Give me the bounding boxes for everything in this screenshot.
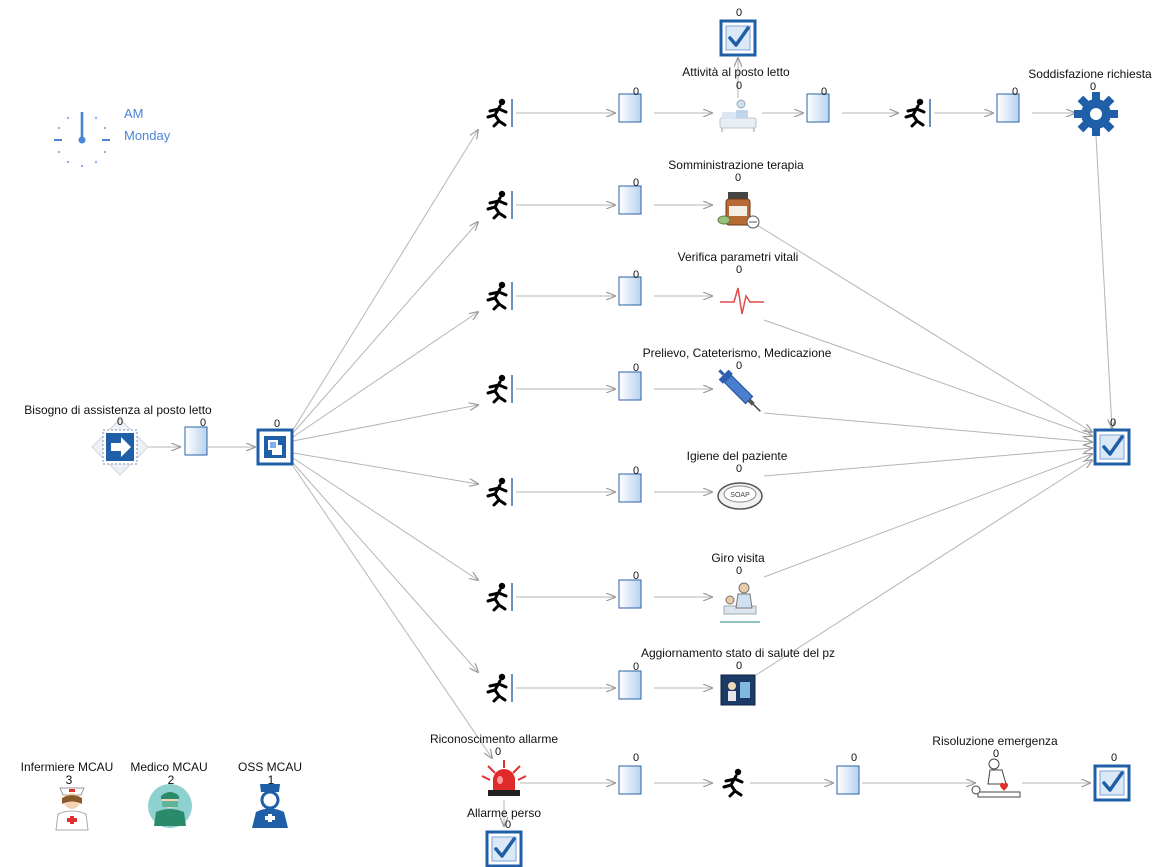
resource-oss-count: 1 [267, 773, 275, 787]
resource-oss-name: OSS MCAU [237, 760, 303, 774]
resource-doctor-name: Medico MCAU [130, 760, 208, 774]
queue-count: 0 [632, 752, 640, 764]
activity-label-prelievo: Prelievo, Cateterismo, Medicazione [642, 346, 832, 360]
start-label: Bisogno di assistenza al posto letto [24, 403, 212, 417]
clock-period: AM [124, 106, 144, 121]
connectors [142, 58, 1112, 826]
monitor-icon[interactable] [720, 674, 756, 706]
queue-box[interactable] [618, 670, 642, 700]
alarm-count: 0 [494, 746, 502, 758]
activity-count: 0 [735, 463, 743, 475]
runner-icon [486, 581, 514, 613]
cpr-icon[interactable] [971, 758, 1021, 798]
runner-icon [486, 672, 514, 704]
activity-count: 0 [735, 80, 743, 92]
emergency-exit-count: 0 [1110, 752, 1118, 764]
queue-count: 0 [632, 661, 640, 673]
syringe-icon[interactable] [714, 365, 765, 416]
queue-box[interactable] [618, 276, 642, 306]
queue-box[interactable] [806, 93, 830, 123]
queue-count: 0 [850, 752, 858, 764]
runner-icon [904, 97, 932, 129]
activity-label-igiene: Igiene del paziente [686, 449, 788, 463]
activity-count: 0 [735, 565, 743, 577]
start-node-icon[interactable] [91, 418, 149, 476]
activity-count: 0 [735, 264, 743, 276]
runner-icon [486, 476, 514, 508]
resource-nurse-count: 3 [65, 773, 73, 787]
lost-alarm-checkbox-icon[interactable] [485, 830, 523, 867]
queue-count: 0 [820, 86, 828, 98]
queue-box[interactable] [618, 93, 642, 123]
heartbeat-icon[interactable] [720, 282, 764, 318]
queue-count: 0 [632, 362, 640, 374]
hub-count: 0 [273, 418, 281, 430]
emergency-exit-checkbox-icon[interactable] [1093, 764, 1131, 802]
queue-count: 0 [632, 465, 640, 477]
queue-count: 0 [1011, 86, 1019, 98]
oss-icon [252, 784, 288, 828]
queue-box[interactable] [618, 579, 642, 609]
entry-queue-count: 0 [199, 417, 207, 429]
lost-alarm-count: 0 [504, 819, 512, 831]
activity-label-attivita: Attività al posto letto [682, 65, 790, 79]
queue-box[interactable] [836, 765, 860, 795]
satisfaction-count: 0 [1089, 81, 1097, 93]
start-count: 0 [116, 416, 124, 428]
activity-label-giro: Giro visita [711, 551, 765, 565]
nurse-icon [55, 787, 89, 831]
gear-icon[interactable] [1074, 92, 1118, 136]
activity-count: 0 [734, 172, 742, 184]
activity-count: 0 [735, 660, 743, 672]
resource-doctor-count: 2 [167, 773, 175, 787]
main-exit-count: 0 [1109, 417, 1117, 429]
queue-box[interactable] [618, 765, 642, 795]
activity-exit-checkbox-icon[interactable] [719, 19, 757, 57]
satisfaction-label: Soddisfazione richiesta [1028, 67, 1152, 81]
resource-nurse-name: Infermiere MCAU [20, 760, 114, 774]
doctor-icon [148, 784, 192, 828]
queue-box[interactable] [618, 371, 642, 401]
entry-queue[interactable] [184, 426, 208, 456]
clock-icon [54, 112, 110, 168]
queue-count: 0 [632, 269, 640, 281]
bed-activity-icon[interactable] [719, 99, 757, 132]
medicine-icon[interactable] [717, 192, 760, 229]
activity-label-somministrazione: Somministrazione terapia [668, 158, 804, 172]
activity-label-parametri: Verifica parametri vitali [677, 250, 799, 264]
activity-exit-count: 0 [735, 7, 743, 19]
main-exit-checkbox-icon[interactable] [1093, 428, 1131, 466]
resolution-label: Risoluzione emergenza [932, 734, 1058, 748]
queue-box[interactable] [996, 93, 1020, 123]
runner-icon [486, 97, 514, 129]
queue-box[interactable] [618, 473, 642, 503]
queue-count: 0 [632, 86, 640, 98]
lost-alarm-label: Allarme perso [466, 806, 542, 820]
svg-text:SOAP: SOAP [730, 492, 750, 499]
alarm-label: Riconoscimento allarme [429, 732, 559, 746]
runner-icon [486, 373, 514, 405]
siren-icon[interactable] [481, 760, 527, 796]
doctor-visit-icon[interactable] [720, 582, 760, 623]
queue-box[interactable] [618, 185, 642, 215]
activity-count: 0 [735, 360, 743, 372]
clock-day: Monday [124, 128, 171, 143]
queue-count: 0 [632, 177, 640, 189]
runner-icon [486, 280, 514, 312]
runner-icon [486, 189, 514, 221]
hub-icon[interactable] [256, 428, 294, 466]
runner-icon [722, 768, 744, 798]
soap-icon[interactable]: SOAP [717, 482, 763, 510]
activity-label-aggiornamento: Aggiornamento stato di salute del pz [640, 646, 836, 660]
queue-count: 0 [632, 570, 640, 582]
resolution-count: 0 [992, 748, 1000, 760]
